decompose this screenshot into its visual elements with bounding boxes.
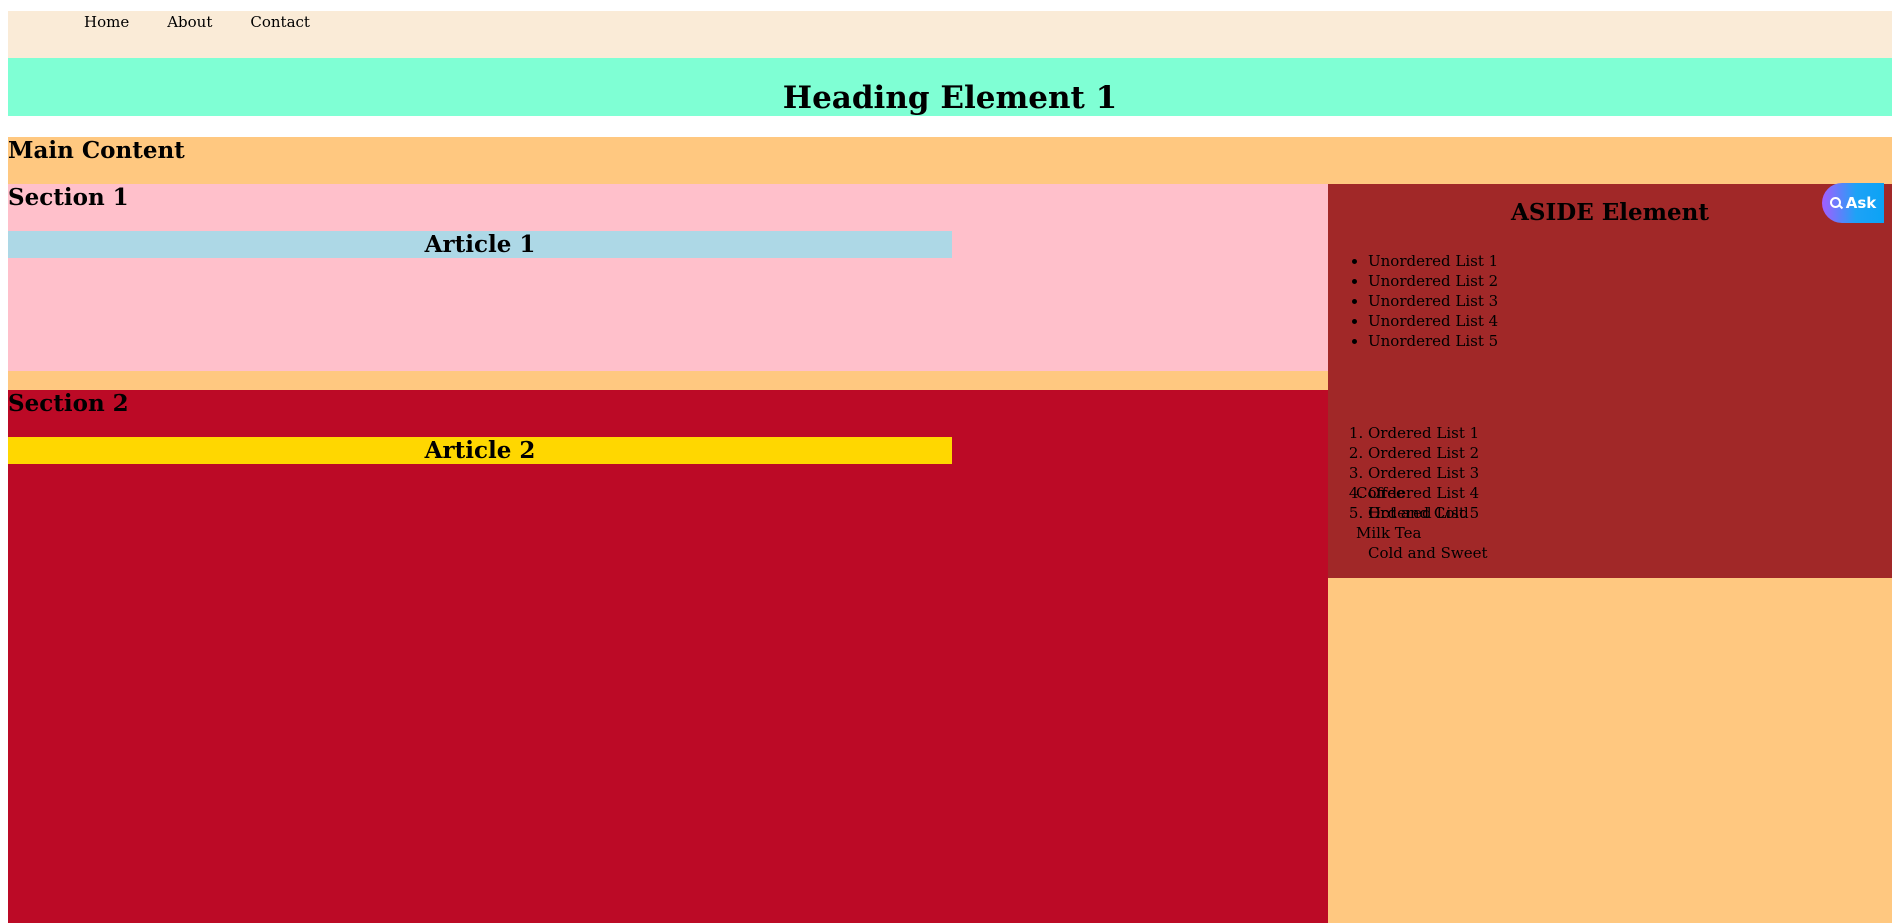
article-2: Article 2 xyxy=(8,437,952,464)
list-item: Ordered List 4 xyxy=(1368,483,1479,503)
page: Home About Contact Heading Element 1 Mai… xyxy=(8,11,1892,923)
nav-list: Home About Contact xyxy=(84,13,348,31)
ask-button[interactable]: Ask xyxy=(1822,183,1884,223)
list-item: Ordered List 3 xyxy=(1368,463,1479,483)
section-2-title: Section 2 xyxy=(8,390,129,417)
article-1-title: Article 1 xyxy=(424,231,536,258)
page-header: Heading Element 1 xyxy=(8,58,1892,116)
list-item: Unordered List 5 xyxy=(1368,331,1498,351)
definition-desc: Hot and Cold xyxy=(1368,504,1469,522)
main-title: Main Content xyxy=(8,137,185,164)
unordered-list: Unordered List 1 Unordered List 2 Unorde… xyxy=(1328,251,1498,351)
ask-button-label: Ask xyxy=(1845,194,1877,212)
section-1: Section 1 Article 1 xyxy=(8,184,1328,371)
list-item: Unordered List 2 xyxy=(1368,271,1498,291)
nav-item-contact[interactable]: Contact xyxy=(250,13,310,31)
nav-item-about[interactable]: About xyxy=(167,13,213,31)
list-item: Unordered List 4 xyxy=(1368,311,1498,331)
definition-desc: Cold and Sweet xyxy=(1368,544,1488,562)
ordered-list: Ordered List 1 Ordered List 2 Ordered Li… xyxy=(1328,423,1479,523)
nav-item-home[interactable]: Home xyxy=(84,13,130,31)
definition-term: Milk Tea xyxy=(1356,524,1422,542)
top-nav: Home About Contact xyxy=(8,11,1892,58)
list-item: Unordered List 3 xyxy=(1368,291,1498,311)
list-item: Ordered List 1 xyxy=(1368,423,1479,443)
article-2-title: Article 2 xyxy=(424,437,536,464)
definition-list: Coffee Hot and Cold Milk Tea Cold and Sw… xyxy=(1356,483,1488,563)
aside-panel: ASIDE Element Unordered List 1 Unordered… xyxy=(1328,184,1892,578)
list-item: Ordered List 2 xyxy=(1368,443,1479,463)
list-item: Unordered List 1 xyxy=(1368,251,1498,271)
section-2: Section 2 Article 2 xyxy=(8,390,1328,923)
section-1-title: Section 1 xyxy=(8,184,129,211)
definition-term: Coffee xyxy=(1356,484,1405,502)
aside-title: ASIDE Element xyxy=(1511,199,1709,226)
article-1: Article 1 xyxy=(8,231,952,258)
list-item: Ordered List 5 xyxy=(1368,503,1479,523)
search-icon xyxy=(1829,197,1842,209)
page-title: Heading Element 1 xyxy=(782,80,1118,116)
